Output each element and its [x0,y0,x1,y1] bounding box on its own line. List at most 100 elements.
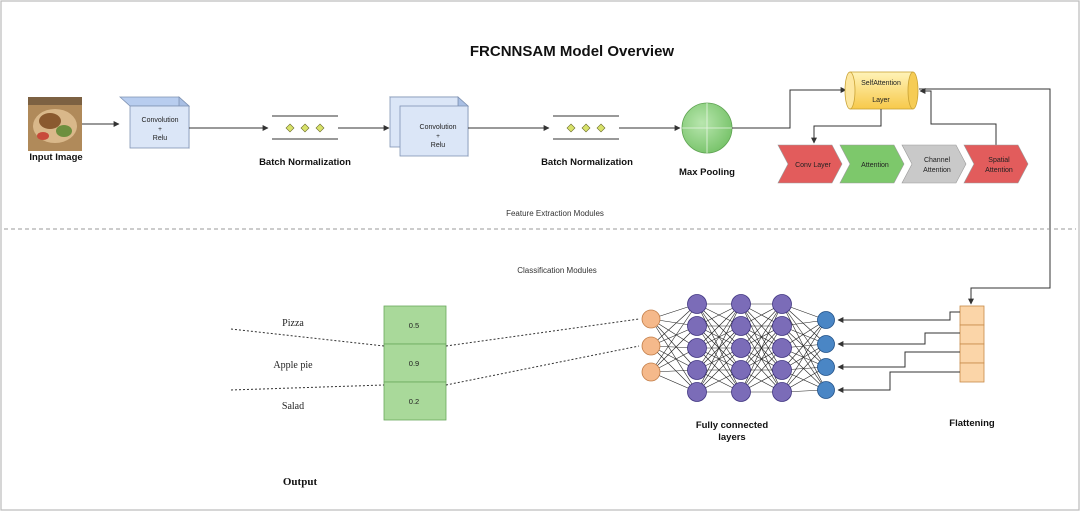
fc-edge [740,325,783,393]
fc-edge [781,319,827,393]
fc-node-l2-n2 [731,338,751,358]
fc-node-l4-n2 [817,358,835,376]
fc-node-l1-n3 [687,360,707,380]
attention-block-label-1: Attention [861,162,889,169]
fc-node-l1-n1 [687,316,707,336]
fc-label-line2: layers [718,432,745,443]
feature-section-label: Feature Extraction Modules [506,209,604,218]
arrow-pool-attention [732,87,847,129]
fc-node-l2-n4 [731,382,751,402]
fc-edge [696,303,742,393]
self-attention-layer [844,71,919,110]
fc-node-l1-n2 [687,338,707,358]
input-image [28,97,82,151]
attention-block-label-2: Channel [924,157,951,164]
fc-edge [650,345,698,393]
arrow-attention-conv-layer [811,109,882,144]
conv-block-1 [118,96,191,149]
fc-edge [740,303,783,393]
output-score-pizza: 0.5 [409,321,419,330]
fc-edge [781,319,827,371]
fc-edge [781,325,827,368]
conv2-label-line3: Relu [431,142,446,149]
self-attention-label-line2: Layer [872,97,890,104]
flatten-to-network-arrows [837,311,960,393]
conv-block-2 [388,96,470,157]
output-box-salad [383,381,447,421]
conv1-label-line3: Relu [153,135,168,142]
fc-node-l4-n0 [817,311,835,329]
class-label-apple-pie: Apple pie [273,360,313,371]
fc-node-l2-n1 [731,316,751,336]
attention-block-sublabel-3: Attention [985,167,1013,174]
fc-node-l3-n1 [772,316,792,336]
conv1-label-line2: + [158,126,162,133]
fc-edge [650,318,698,393]
class-label-pizza: Pizza [282,318,304,329]
fc-network-nodes [641,294,835,402]
fc-edge [650,303,698,373]
fc-edge [696,325,742,393]
diagram-title: FRCNNSAM Model Overview [470,43,675,60]
attention-block-1 [839,144,905,184]
output-box-pizza [383,305,447,345]
fc-node-l3-n0 [772,294,792,314]
fc-edge [781,347,827,391]
fc-edge [650,303,698,347]
fc-edge [781,303,827,368]
fc-edge [781,303,827,345]
class-label-salad: Salad [282,401,304,412]
fc-node-l4-n1 [817,335,835,353]
output-label: Output [283,476,318,488]
batch-norm-2-label: Batch Normalization [541,157,633,168]
flattening-stack [959,305,985,383]
attention-block-2 [901,144,967,184]
fc-edge [781,343,827,393]
attention-block-3 [963,144,1029,184]
fc-edge [740,303,783,349]
output-score-salad: 0.2 [409,397,419,406]
attention-block-label-3: Spatial [988,157,1010,164]
output-dotted-lines [230,318,640,391]
fc-edge [696,303,742,349]
max-pooling-label: Max Pooling [679,167,735,178]
fc-node-l1-n4 [687,382,707,402]
fc-edge [696,347,742,393]
fc-edge [696,303,742,371]
fc-node-l3-n2 [772,338,792,358]
fc-node-l3-n4 [772,382,792,402]
flattening-label: Flattening [949,418,995,429]
conv2-label-line1: Convolution [420,124,457,131]
batch-norm-1-label: Batch Normalization [259,157,351,168]
fc-edge [740,347,783,393]
fc-node-l1-n0 [687,294,707,314]
self-attention-label-line1: SelfAttention [861,80,901,87]
conv1-label-line1: Convolution [142,117,179,124]
fc-node-l0-n0 [641,309,661,329]
max-pooling-node [681,102,733,154]
fc-edge [781,325,827,391]
fc-node-l0-n1 [641,336,661,356]
fc-node-l2-n3 [731,360,751,380]
fc-node-l2-n0 [731,294,751,314]
fc-node-l0-n2 [641,362,661,382]
fc-node-l3-n3 [772,360,792,380]
output-score-apple-pie: 0.9 [409,359,419,368]
output-scores [383,305,447,421]
fc-edge [650,325,698,373]
input-image-label: Input Image [29,152,82,163]
fc-edge [650,318,698,371]
fc-edge [781,303,827,391]
conv2-label-line2: + [436,133,440,140]
attention-block-0 [777,144,843,184]
classification-section-label: Classification Modules [517,266,597,275]
batch-norm-1 [272,115,338,140]
attention-block-sublabel-2: Attention [923,167,951,174]
arrow-spatial-feedback [919,88,997,146]
output-box-apple-pie [383,343,447,383]
batch-norm-2 [553,115,619,140]
